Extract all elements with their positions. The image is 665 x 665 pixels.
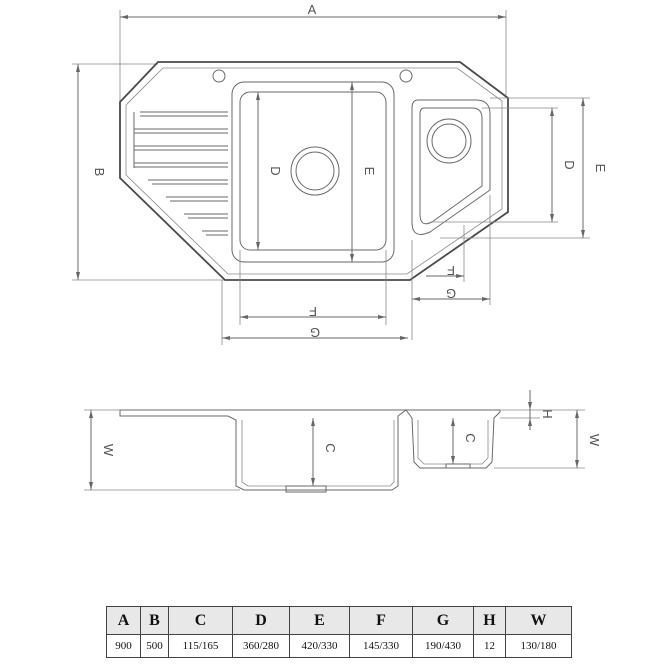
dim-b-label: B: [92, 168, 107, 177]
value-w: 130/180: [505, 634, 572, 658]
small-drain-outer: [426, 118, 472, 164]
value-f: 145/330: [349, 634, 413, 658]
header-a: A: [106, 606, 141, 635]
small-drain-inner: [431, 123, 467, 159]
side-view: W C C H W: [84, 390, 602, 493]
table-values-row: 900 500 115/165 360/280 420/330 145/330 …: [106, 634, 572, 658]
header-w: W: [505, 606, 572, 635]
value-g: 190/430: [412, 634, 474, 658]
main-drain-outer: [290, 146, 340, 196]
header-h: H: [473, 606, 506, 635]
small-drain-outlet: [445, 463, 471, 469]
value-c: 115/165: [168, 634, 233, 658]
dim-e-small-label: E: [593, 164, 608, 173]
table-header-row: A B C D E F G H W: [106, 606, 572, 635]
header-e: E: [289, 606, 350, 635]
dim-w-right-label: W: [587, 434, 602, 447]
header-g: G: [412, 606, 474, 635]
main-bowl-rim: [231, 81, 395, 263]
header-f: F: [349, 606, 413, 635]
dim-g-small-label: G: [446, 286, 456, 301]
dim-f-small-label: F: [447, 263, 455, 278]
header-c: C: [168, 606, 233, 635]
main-drain-inner: [295, 151, 335, 191]
side-profile: [119, 409, 501, 491]
dim-f-main-label: F: [309, 304, 317, 319]
dim-w-left-label: W: [101, 444, 116, 457]
value-b: 500: [140, 634, 169, 658]
dim-c-main-label: C: [323, 443, 338, 452]
small-bowl: [419, 107, 483, 225]
tap-hole-right: [399, 69, 413, 83]
value-e: 420/330: [289, 634, 350, 658]
dim-d-small-label: D: [562, 160, 577, 169]
value-h: 12: [473, 634, 506, 658]
header-d: D: [232, 606, 290, 635]
dim-c-small-label: C: [463, 433, 478, 442]
header-b: B: [140, 606, 169, 635]
dim-e-main-label: E: [362, 167, 377, 176]
main-drain-outlet: [285, 485, 327, 493]
dim-h-label: H: [540, 409, 555, 418]
tap-hole-left: [212, 69, 226, 83]
dim-g-main-label: G: [310, 325, 320, 340]
drainer-board: [133, 111, 228, 236]
sink-body-outline: [119, 61, 509, 281]
dim-d-main-label: D: [268, 166, 283, 175]
small-bowl-rim: [411, 99, 491, 235]
dimensions-table: A B C D E F G H W 900 500 115/165 360/28…: [106, 606, 572, 658]
main-bowl: [239, 91, 387, 251]
dim-a-label: A: [308, 2, 317, 17]
value-d: 360/280: [232, 634, 290, 658]
value-a: 900: [106, 634, 141, 658]
sink-technical-drawing: A B: [72, 2, 608, 493]
top-view: A B: [72, 2, 608, 345]
